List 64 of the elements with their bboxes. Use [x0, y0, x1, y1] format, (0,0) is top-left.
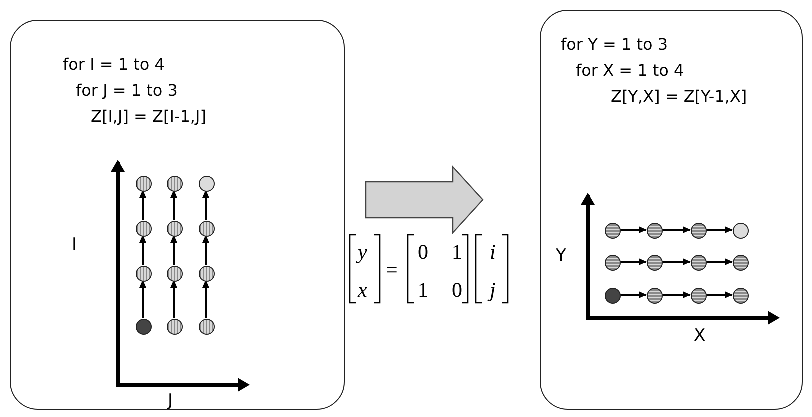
matrix-entry: i	[490, 242, 496, 263]
code-line: Z[I,J] = Z[I-1,J]	[91, 107, 206, 126]
arrow	[202, 235, 210, 265]
iteration-point	[199, 266, 215, 282]
equals-sign: =	[386, 260, 398, 281]
code-line: for I = 1 to 4	[63, 55, 165, 74]
rounded-panel	[10, 20, 345, 410]
iteration-point	[647, 255, 663, 271]
arrow	[706, 258, 733, 266]
iteration-point	[167, 266, 183, 282]
axis-label: Y	[556, 248, 566, 265]
matrix-entry: 1	[418, 280, 428, 301]
iteration-point	[647, 223, 663, 239]
arrow	[170, 190, 178, 220]
iteration-point	[136, 221, 152, 237]
arrow	[706, 292, 733, 298]
rounded-panel	[540, 10, 803, 410]
iteration-point	[733, 223, 749, 239]
block-arrow	[365, 165, 484, 235]
iteration-point	[605, 223, 621, 239]
iteration-point	[691, 288, 707, 304]
code-line: Z[Y,X] = Z[Y-1,X]	[611, 87, 748, 106]
iteration-point	[647, 288, 663, 304]
arrow	[202, 190, 210, 220]
iteration-point	[199, 319, 215, 335]
arrow	[662, 292, 691, 298]
axis-label: J	[168, 393, 174, 410]
arrow	[140, 235, 146, 265]
code-line: for J = 1 to 3	[76, 81, 178, 100]
iteration-point	[199, 176, 215, 192]
iteration-point	[167, 176, 183, 192]
arrow	[620, 258, 647, 266]
iteration-point	[605, 255, 621, 271]
arrow	[170, 235, 178, 265]
arrow	[620, 226, 647, 234]
iteration-point	[605, 288, 621, 304]
matrix-entry: x	[358, 280, 368, 301]
code-line: for X = 1 to 4	[576, 61, 684, 80]
iteration-point	[691, 255, 707, 271]
matrix-entry: j	[490, 280, 496, 301]
iteration-point	[199, 221, 215, 237]
iteration-point	[691, 223, 707, 239]
arrow	[620, 292, 647, 298]
iteration-point	[733, 288, 749, 304]
arrow	[140, 280, 146, 318]
iteration-point	[167, 221, 183, 237]
iteration-point	[167, 319, 183, 335]
axis-label: I	[72, 237, 78, 254]
arrow	[202, 280, 210, 318]
code-line: for Y = 1 to 3	[561, 35, 668, 54]
matrix-entry: 0	[452, 280, 462, 301]
arrow	[706, 226, 733, 234]
arrow	[662, 258, 691, 266]
matrix-entry: y	[358, 242, 368, 263]
iteration-point	[136, 319, 152, 335]
iteration-point	[733, 255, 749, 271]
iteration-point	[136, 176, 152, 192]
iteration-point	[136, 266, 152, 282]
axis-label: X	[694, 328, 706, 345]
matrix-entry: 1	[452, 242, 462, 263]
arrow	[140, 190, 146, 220]
matrix-entry: 0	[418, 242, 428, 263]
arrow	[662, 226, 691, 234]
arrow	[170, 280, 178, 318]
